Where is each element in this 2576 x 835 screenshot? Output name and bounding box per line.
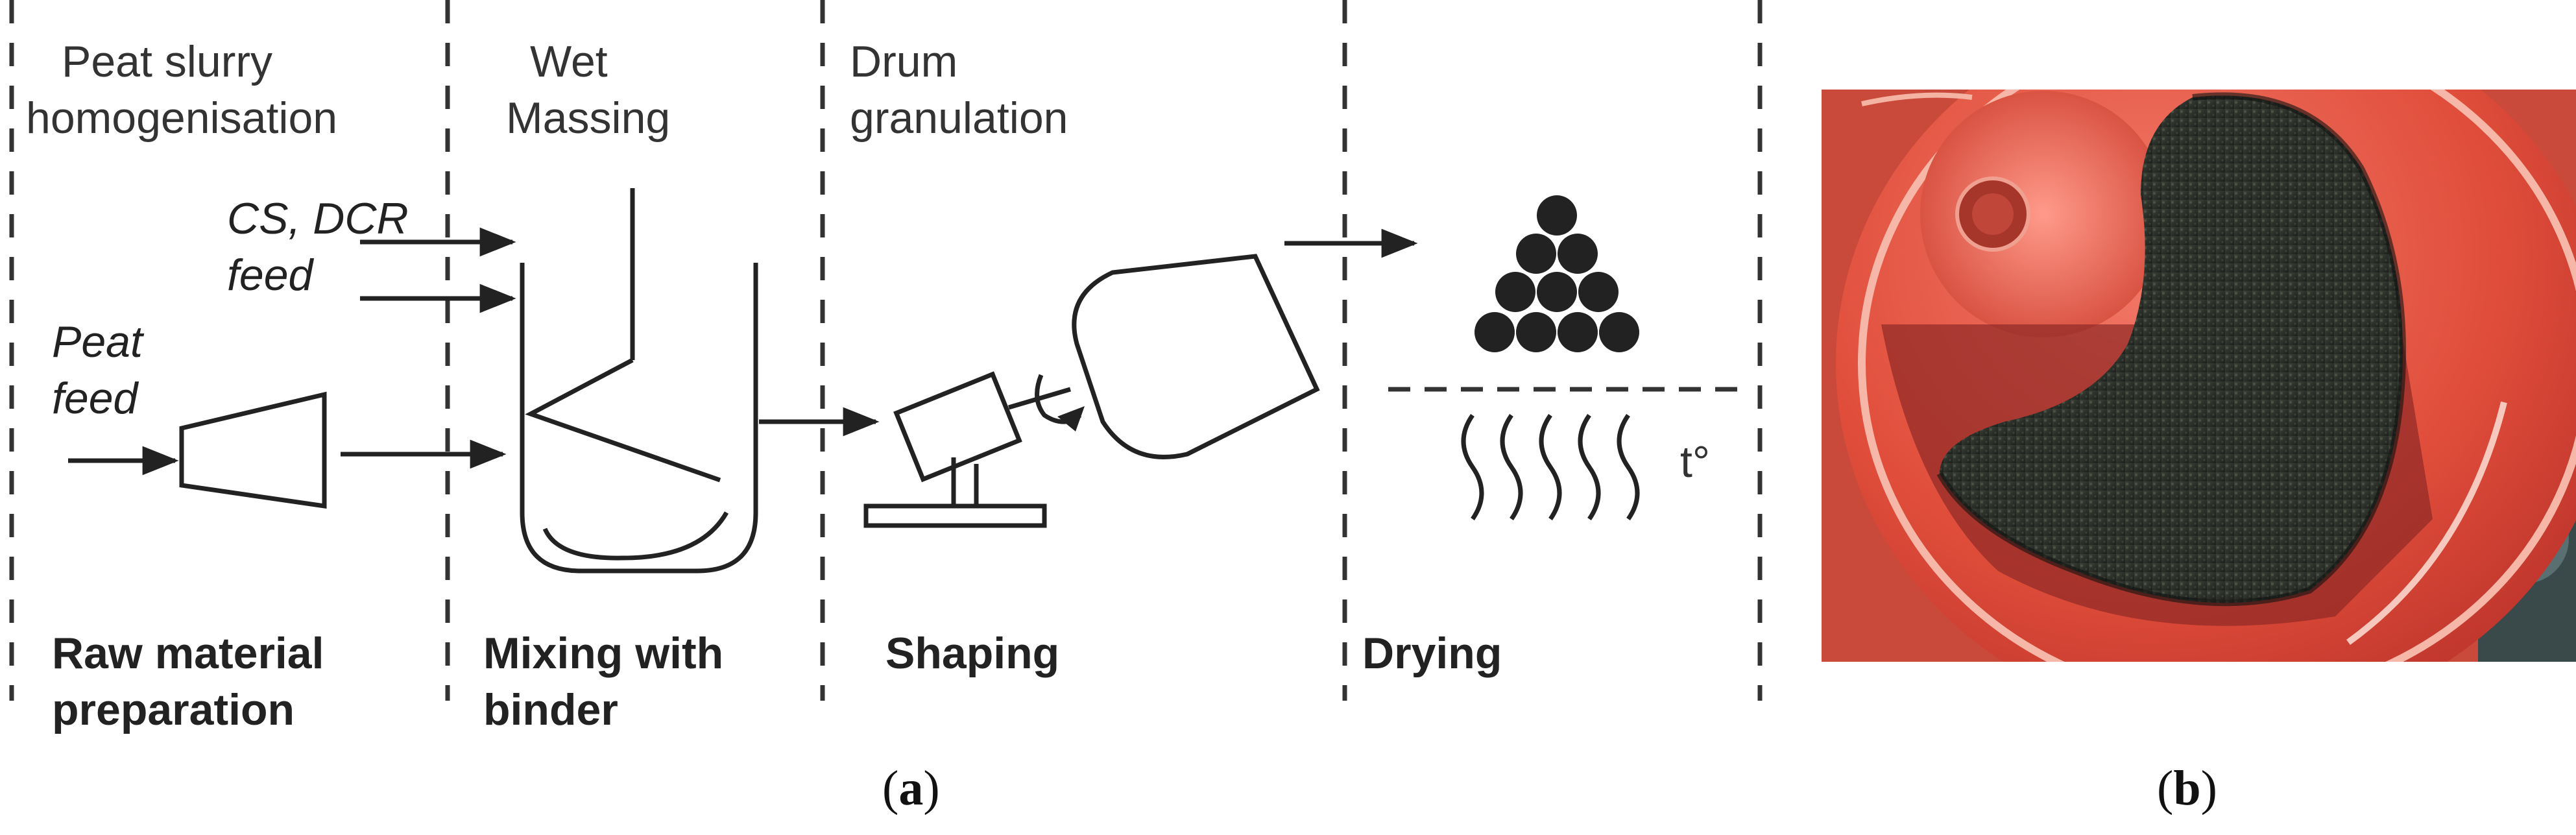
stage1-bottom-line1: Raw material [52,629,324,678]
stage1-top-line1: Peat slurry [62,37,272,86]
stage2-bottom-line2: binder [483,685,618,734]
stage1-top-line2: homogenisation [26,93,337,143]
caption-a: (a) [882,761,940,816]
stage2-top-line1: Wet [530,37,608,86]
stage3-top-line1: Drum [850,37,957,86]
peat-feed-label-line1: Peat [52,317,145,367]
stage2-bottom-line1: Mixing with [483,629,723,678]
mixer-vessel-icon [520,263,758,574]
homogeniser-icon [179,391,327,509]
peat-feed-label-line2: feed [52,374,139,423]
granule-pile-icon [1475,195,1639,352]
cs-dcr-feed-label-line2: feed [227,250,315,300]
stage2-top-line2: Massing [506,93,670,143]
drum-granulator-icon [863,254,1320,528]
cs-dcr-feed-label-line1: CS, DCR [227,194,409,243]
drum-granulator-photo [1822,90,2576,662]
stage1-bottom-line2: preparation [52,685,295,734]
mixer-bottom-blade-icon [542,511,729,561]
heat-waves-icon [1461,413,1640,521]
stage3-top-line2: granulation [850,93,1068,143]
mixer-blade-icon [525,357,721,483]
stage4-bottom-line1: Drying [1362,629,1502,678]
panel-a-background [0,0,1771,714]
stage3-bottom-line1: Shaping [885,629,1059,678]
temperature-label: t° [1680,437,1710,487]
caption-b: (b) [2157,761,2217,816]
